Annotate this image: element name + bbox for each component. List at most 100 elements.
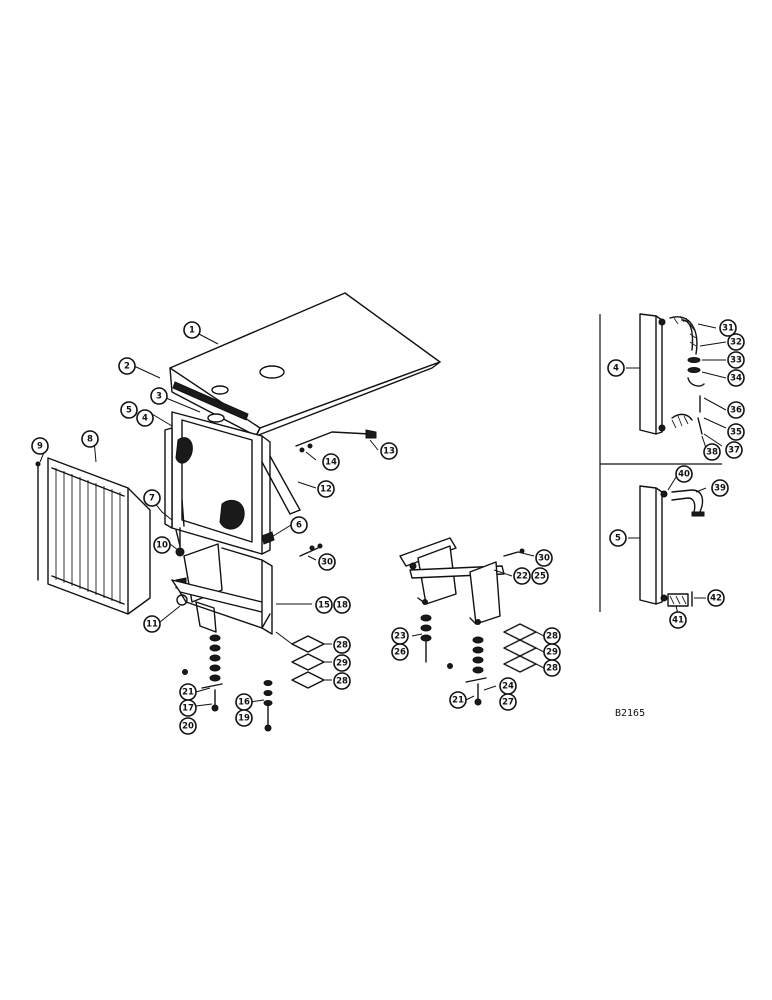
callout-circle — [179, 717, 197, 735]
callout-circle — [120, 401, 138, 419]
callout-number: 10 — [156, 541, 168, 551]
callout-number: 39 — [714, 484, 726, 494]
callout-11: 11 — [143, 615, 161, 633]
callout-number: 36 — [730, 406, 742, 416]
callout-40: 40 — [675, 465, 693, 483]
callout-circle — [179, 699, 197, 717]
callout-26: 26 — [391, 643, 409, 661]
callout-29: 29 — [543, 643, 561, 661]
callout-number: 17 — [182, 704, 194, 714]
grille-rod — [35, 461, 41, 581]
callout-number: 30 — [321, 558, 333, 568]
left-washer-stack — [182, 634, 273, 732]
callout-number: 6 — [296, 521, 302, 531]
callout-circle — [535, 549, 553, 567]
callout-37: 37 — [725, 441, 743, 459]
callout-circle — [118, 357, 136, 375]
callout-number: 23 — [394, 632, 406, 642]
callout-number: 33 — [730, 356, 742, 366]
callout-23: 23 — [391, 627, 409, 645]
callout-15: 15 — [315, 596, 333, 614]
callout-number: 28 — [336, 677, 348, 687]
callout-17: 17 — [179, 699, 197, 717]
callout-number: 4 — [613, 364, 619, 374]
callout-41: 41 — [669, 611, 687, 629]
callout-circle — [607, 359, 625, 377]
callout-circle — [318, 553, 336, 571]
callout-number: 28 — [546, 664, 558, 674]
callout-1: 1 — [183, 321, 201, 339]
callout-circle — [183, 321, 201, 339]
callout-32: 32 — [727, 333, 745, 351]
callout-circle — [150, 387, 168, 405]
callout-29: 29 — [333, 654, 351, 672]
callout-circle — [31, 437, 49, 455]
hood-cowl — [169, 292, 441, 471]
callout-circle — [333, 596, 351, 614]
callout-number: 19 — [238, 714, 250, 724]
callout-28: 28 — [333, 672, 351, 690]
callout-circle — [703, 443, 721, 461]
callout-number: 21 — [452, 696, 464, 706]
callout-circle — [333, 672, 351, 690]
callout-number: 28 — [546, 632, 558, 642]
callout-circle — [711, 479, 729, 497]
callout-6: 6 — [290, 516, 308, 534]
callout-circle — [136, 409, 154, 427]
callout-number: 37 — [728, 446, 740, 456]
callout-number: 13 — [383, 447, 395, 457]
callout-number: 3 — [156, 392, 162, 402]
callout-circle — [322, 453, 340, 471]
callout-3: 3 — [150, 387, 168, 405]
right-pads — [503, 623, 537, 673]
callout-circle — [449, 691, 467, 709]
callout-circle — [727, 351, 745, 369]
callout-number: 42 — [710, 594, 722, 604]
radiator-core — [164, 411, 301, 555]
callout-number: 25 — [534, 572, 546, 582]
callout-35: 35 — [727, 423, 745, 441]
callout-circle — [290, 516, 308, 534]
callout-number: 14 — [325, 458, 337, 468]
callout-4: 4 — [136, 409, 154, 427]
drawing-code: B2165 — [615, 708, 645, 719]
callout-28: 28 — [333, 636, 351, 654]
callout-number: 35 — [730, 428, 742, 438]
callout-18: 18 — [333, 596, 351, 614]
callout-number: 26 — [394, 648, 406, 658]
callout-circle — [727, 369, 745, 387]
callout-number: 15 — [318, 601, 330, 611]
callout-24: 24 — [499, 677, 517, 695]
callout-circle — [669, 611, 687, 629]
callout-42: 42 — [707, 589, 725, 607]
callout-circle — [333, 636, 351, 654]
callout-number: 7 — [149, 494, 155, 504]
callout-number: 29 — [336, 659, 348, 669]
callout-8: 8 — [81, 430, 99, 448]
callout-circle — [513, 567, 531, 585]
callout-circle — [727, 333, 745, 351]
callout-number: 9 — [37, 442, 43, 452]
callout-12: 12 — [317, 480, 335, 498]
callout-number: 18 — [336, 601, 348, 611]
inset-radiator-lower — [639, 485, 705, 607]
callout-number: 21 — [182, 688, 194, 698]
callout-circle — [675, 465, 693, 483]
callout-number: 28 — [336, 641, 348, 651]
callout-circle — [727, 423, 745, 441]
callout-circle — [727, 401, 745, 419]
callout-30: 30 — [535, 549, 553, 567]
brace-rod — [295, 429, 377, 453]
callout-38: 38 — [703, 443, 721, 461]
callout-circle — [143, 489, 161, 507]
inset-radiator-upper — [639, 313, 705, 435]
right-washer-stack — [420, 614, 487, 706]
callout-circle — [143, 615, 161, 633]
callout-36: 36 — [727, 401, 745, 419]
callout-9: 9 — [31, 437, 49, 455]
callout-circle — [315, 596, 333, 614]
callout-28: 28 — [543, 659, 561, 677]
callout-circle — [725, 441, 743, 459]
